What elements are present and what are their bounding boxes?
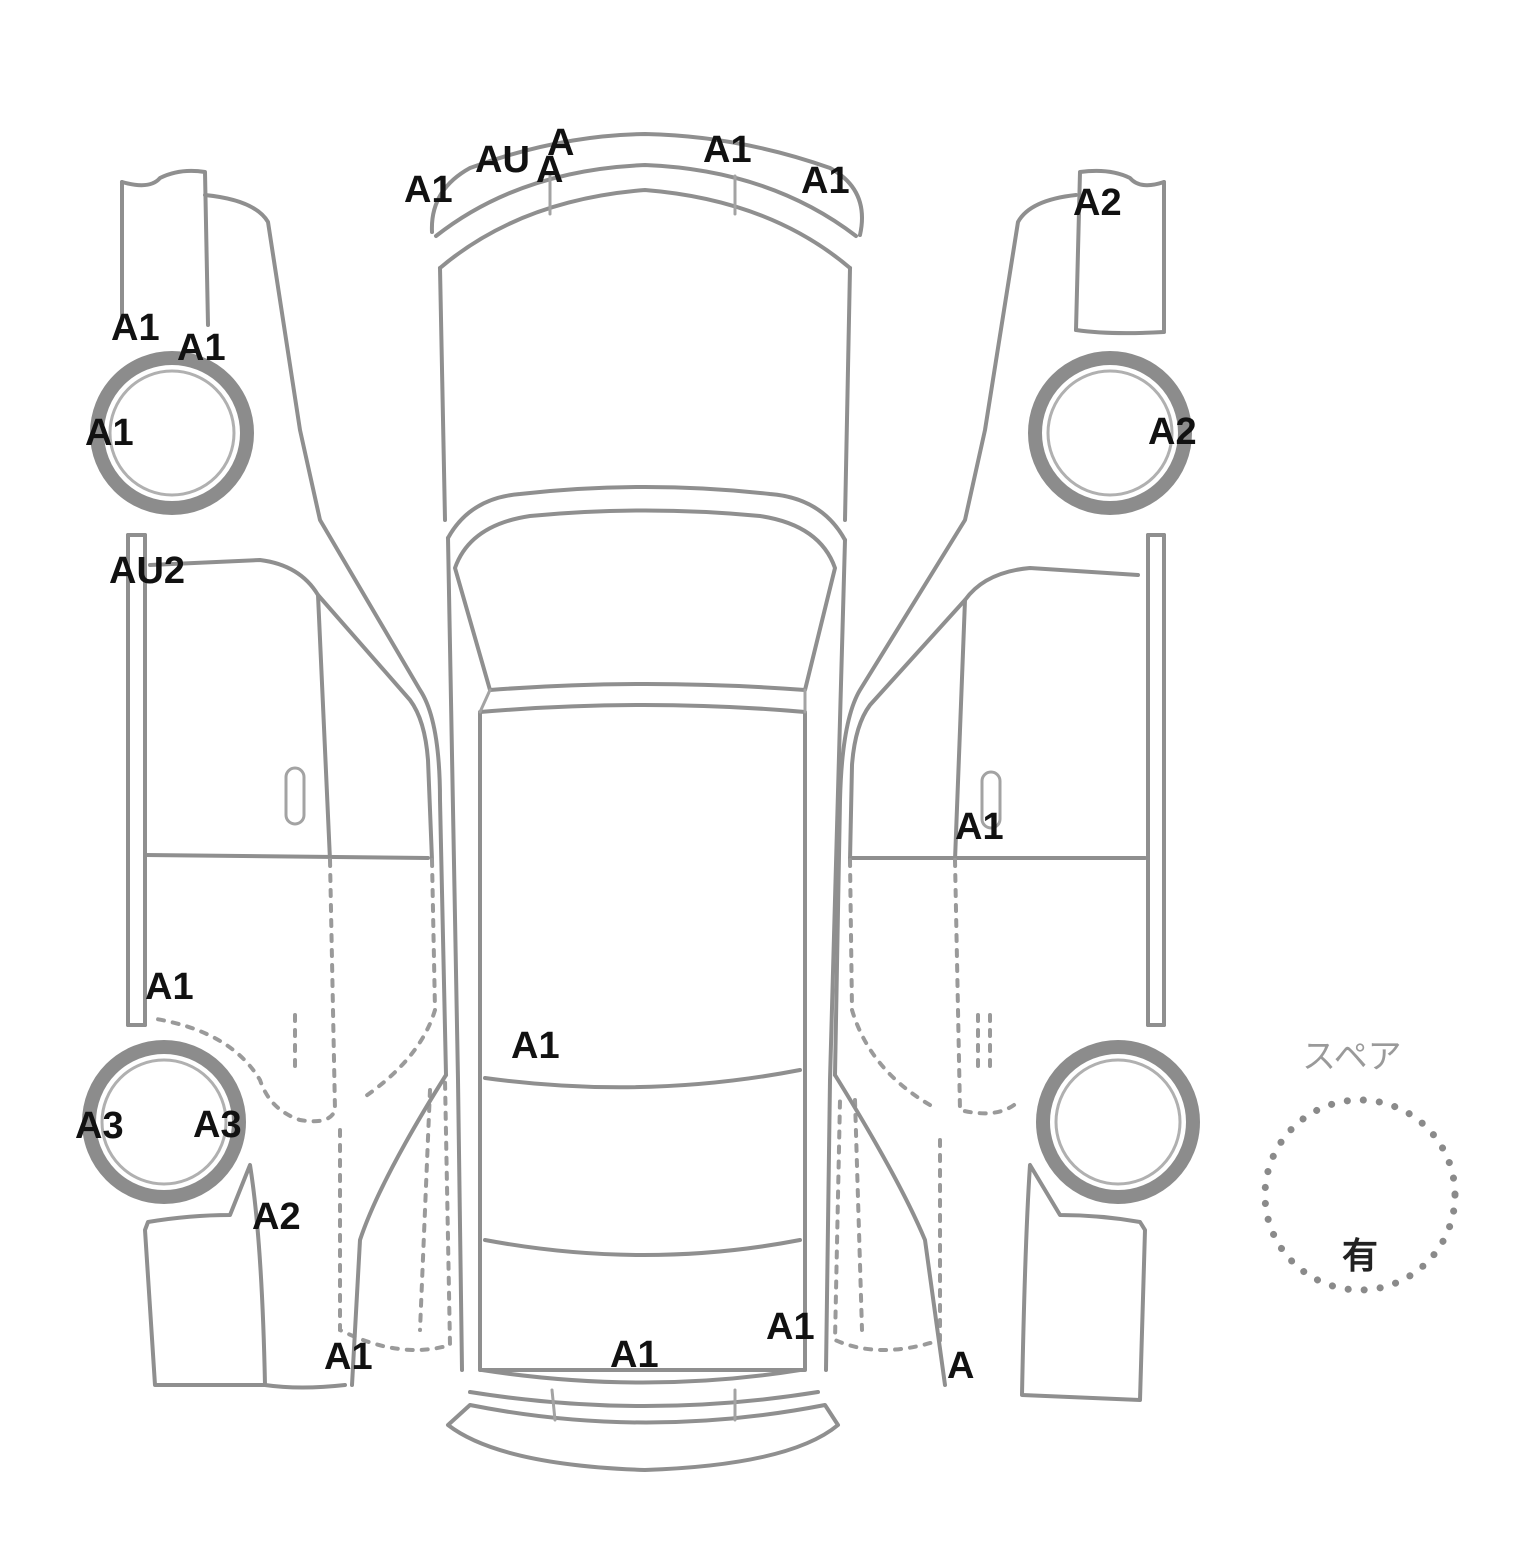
damage-mark: A [947, 1345, 974, 1387]
damage-mark: A2 [1073, 182, 1122, 224]
damage-mark: A1 [177, 327, 226, 369]
damage-mark: A1 [324, 1336, 373, 1378]
damage-mark: A1 [955, 806, 1004, 848]
damage-mark: A2 [252, 1196, 301, 1238]
damage-mark: A1 [145, 966, 194, 1008]
spare-tire: スペア 有 [1261, 1037, 1459, 1294]
damage-mark: A3 [75, 1105, 124, 1147]
damage-mark: A [547, 122, 574, 164]
damage-mark: AU2 [109, 550, 185, 592]
damage-mark: A2 [1148, 411, 1197, 453]
right-rear-tire [1036, 1040, 1200, 1204]
damage-mark: A1 [801, 160, 850, 202]
damage-marks: AU A A A1 A1 A1 A2 A1 A1 A1 A2 AU2 A1 A1… [75, 122, 1197, 1387]
right-front-tire [1028, 351, 1192, 515]
damage-mark: A1 [511, 1025, 560, 1067]
damage-mark: A1 [703, 129, 752, 171]
right-side-view-outline [832, 168, 1200, 1402]
top-view-outline [429, 132, 864, 1472]
left-front-tire [90, 351, 254, 515]
left-rear-tire [82, 1040, 246, 1204]
damage-mark: A1 [111, 307, 160, 349]
damage-mark: AU [475, 139, 530, 181]
damage-mark: A1 [404, 169, 453, 211]
spare-label: スペア [1302, 1037, 1402, 1077]
damage-mark: A1 [766, 1306, 815, 1348]
damage-mark: A1 [610, 1334, 659, 1376]
left-side-view-outline [82, 168, 453, 1390]
damage-mark: A1 [85, 412, 134, 454]
damage-mark: A3 [193, 1104, 242, 1146]
spare-tire-circle [1261, 1096, 1459, 1294]
damage-mark: A [536, 149, 563, 191]
spare-value: 有 [1342, 1236, 1378, 1277]
